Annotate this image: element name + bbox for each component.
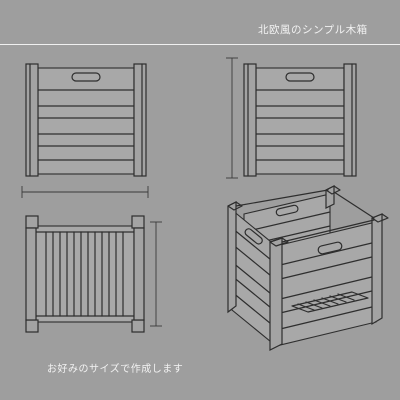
front-handle-icon	[244, 228, 263, 245]
iso-post	[371, 213, 383, 326]
bottom-view	[25, 215, 162, 333]
iso-post	[269, 237, 283, 351]
handle-slot-icon	[71, 72, 101, 82]
bottom-slats	[45, 231, 124, 317]
back-handle-icon	[275, 204, 299, 217]
page-title: 北欧風のシンプル木箱	[258, 24, 368, 36]
bottom-body	[35, 225, 135, 323]
subtitle-text: お好みのサイズで作成します	[47, 364, 184, 375]
side-handle-icon	[317, 241, 343, 255]
corner-post	[131, 215, 145, 229]
side-body	[255, 67, 345, 175]
right-post	[343, 63, 357, 177]
front-view	[21, 63, 149, 198]
corner-post	[131, 319, 145, 333]
left-post	[243, 63, 257, 177]
handle-slot-icon	[285, 72, 315, 82]
side-view	[226, 57, 357, 179]
isometric-view	[227, 185, 389, 351]
iso-bottom-slats	[291, 291, 369, 313]
right-post	[133, 63, 147, 177]
left-post	[25, 63, 39, 177]
title-divider	[0, 44, 400, 45]
front-body	[37, 67, 135, 175]
corner-post	[25, 319, 39, 333]
corner-post	[25, 215, 39, 229]
iso-post	[227, 201, 237, 314]
